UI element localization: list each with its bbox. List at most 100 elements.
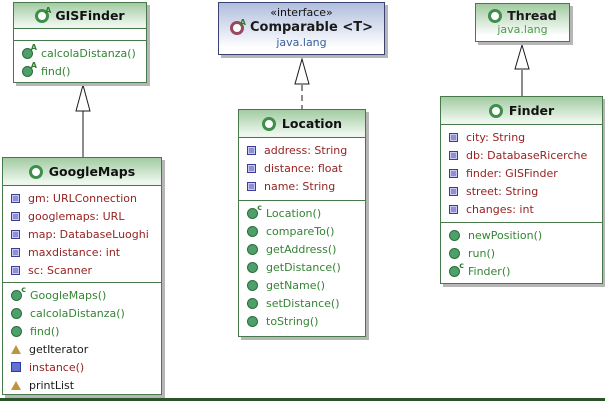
interface-icon bbox=[229, 18, 246, 35]
field-row[interactable]: map: DatabaseLuoghi bbox=[3, 225, 161, 243]
tan-triangle-member-icon bbox=[11, 380, 21, 390]
public-method-icon bbox=[11, 307, 22, 319]
class-title: Finder bbox=[508, 103, 555, 118]
field-row[interactable]: gm: URLConnection bbox=[3, 189, 161, 207]
abstract-method-icon bbox=[22, 61, 37, 77]
method-row[interactable]: toString() bbox=[239, 312, 365, 330]
fields-compartment: address: String distance: float name: St… bbox=[239, 138, 365, 201]
methods-compartment: Location() compareTo() getAddress() getD… bbox=[239, 201, 365, 330]
method-row[interactable]: Location() bbox=[239, 203, 365, 222]
abstract-class-icon bbox=[35, 6, 51, 23]
generalization-arrow-googlemaps-gisfinder[interactable] bbox=[75, 83, 91, 158]
constructor-icon bbox=[11, 285, 26, 301]
method-row[interactable]: calcolaDistanza() bbox=[14, 43, 146, 62]
abstract-method-icon bbox=[22, 43, 37, 59]
class-icon bbox=[261, 116, 276, 131]
methods-compartment: newPosition() run() Finder() bbox=[441, 223, 602, 280]
field-icon bbox=[11, 193, 20, 203]
field-row[interactable]: maxdistance: int bbox=[3, 243, 161, 261]
class-title: GoogleMaps bbox=[48, 164, 136, 179]
realization-arrow-location-comparable[interactable] bbox=[294, 57, 310, 110]
generalization-arrow-finder-thread[interactable] bbox=[514, 43, 530, 97]
class-title: GISFinder bbox=[55, 8, 125, 23]
class-header-finder[interactable]: Finder bbox=[441, 97, 602, 125]
field-icon bbox=[247, 145, 256, 155]
class-icon bbox=[488, 103, 503, 118]
field-icon bbox=[11, 265, 20, 275]
method-row[interactable]: getAddress() bbox=[239, 240, 365, 258]
class-box-finder[interactable]: Finder city: String db: DatabaseRicerche… bbox=[440, 96, 603, 284]
field-icon bbox=[247, 163, 256, 173]
field-row[interactable]: distance: float bbox=[239, 159, 365, 177]
method-row[interactable]: Finder() bbox=[441, 261, 602, 280]
field-row[interactable]: googlemaps: URL bbox=[3, 207, 161, 225]
methods-compartment: GoogleMaps() calcolaDistanza() find() ge… bbox=[3, 283, 161, 394]
field-icon bbox=[247, 181, 256, 191]
public-method-icon bbox=[247, 243, 258, 255]
method-row[interactable]: newPosition() bbox=[441, 226, 602, 244]
public-method-icon bbox=[11, 325, 22, 337]
tan-triangle-member-icon bbox=[11, 344, 21, 354]
field-icon bbox=[449, 132, 458, 142]
field-row[interactable]: city: String bbox=[441, 128, 602, 146]
method-row[interactable]: compareTo() bbox=[239, 222, 365, 240]
field-icon bbox=[11, 229, 20, 239]
class-header-gisfinder[interactable]: GISFinder bbox=[14, 3, 146, 29]
class-icon bbox=[28, 164, 43, 179]
method-row[interactable]: GoogleMaps() bbox=[3, 285, 161, 304]
method-row[interactable]: getName() bbox=[239, 276, 365, 294]
interface-header-comparable[interactable]: Comparable <T> bbox=[219, 18, 384, 36]
field-icon bbox=[449, 186, 458, 196]
field-row[interactable]: db: DatabaseRicerche bbox=[441, 146, 602, 164]
class-icon bbox=[488, 8, 503, 23]
public-method-icon bbox=[247, 315, 258, 327]
class-header-location[interactable]: Location bbox=[239, 110, 365, 138]
field-icon bbox=[11, 247, 20, 257]
public-method-icon bbox=[247, 261, 258, 273]
class-box-thread[interactable]: Thread java.lang bbox=[475, 3, 570, 42]
method-row[interactable]: run() bbox=[441, 244, 602, 262]
stereotype-label: «interface» bbox=[270, 6, 333, 19]
fields-compartment: gm: URLConnection googlemaps: URL map: D… bbox=[3, 186, 161, 283]
field-row[interactable]: finder: GISFinder bbox=[441, 164, 602, 182]
package-label: java.lang bbox=[497, 23, 548, 36]
field-row[interactable]: address: String bbox=[239, 141, 365, 159]
public-method-icon bbox=[247, 297, 258, 309]
class-box-googlemaps[interactable]: GoogleMaps gm: URLConnection googlemaps:… bbox=[2, 157, 162, 395]
field-icon bbox=[449, 168, 458, 178]
class-header-googlemaps[interactable]: GoogleMaps bbox=[3, 158, 161, 186]
public-method-icon bbox=[449, 229, 460, 241]
member-row[interactable]: getIterator bbox=[3, 340, 161, 358]
method-row[interactable]: getDistance() bbox=[239, 258, 365, 276]
diagram-bottom-edge bbox=[0, 398, 605, 401]
method-row[interactable]: find() bbox=[3, 322, 161, 340]
field-row[interactable]: name: String bbox=[239, 177, 365, 195]
package-label: java.lang bbox=[276, 36, 327, 49]
field-icon bbox=[449, 204, 458, 214]
public-method-icon bbox=[449, 247, 460, 259]
fields-compartment: city: String db: DatabaseRicerche finder… bbox=[441, 125, 602, 223]
interface-box-comparable[interactable]: «interface» Comparable <T> java.lang bbox=[218, 2, 385, 55]
class-header-thread[interactable]: Thread bbox=[476, 4, 569, 23]
field-row[interactable]: street: String bbox=[441, 182, 602, 200]
member-row[interactable]: printList bbox=[3, 376, 161, 394]
constructor-icon bbox=[449, 261, 464, 277]
class-title: Thread bbox=[507, 8, 557, 23]
public-method-icon bbox=[247, 279, 258, 291]
class-title: Location bbox=[281, 116, 343, 131]
methods-compartment: calcolaDistanza() find() bbox=[14, 41, 146, 80]
member-row[interactable]: instance() bbox=[3, 358, 161, 376]
class-box-location[interactable]: Location address: String distance: float… bbox=[238, 109, 366, 337]
constructor-icon bbox=[247, 203, 262, 219]
field-row[interactable]: changes: int bbox=[441, 200, 602, 218]
method-row[interactable]: calcolaDistanza() bbox=[3, 304, 161, 322]
method-row[interactable]: setDistance() bbox=[239, 294, 365, 312]
class-box-gisfinder[interactable]: GISFinder calcolaDistanza() find() bbox=[13, 2, 147, 83]
blue-square-member-icon bbox=[11, 362, 21, 372]
field-row[interactable]: sc: Scanner bbox=[3, 261, 161, 279]
public-method-icon bbox=[247, 225, 258, 237]
fields-compartment-empty bbox=[14, 29, 146, 41]
field-icon bbox=[11, 211, 20, 221]
method-row[interactable]: find() bbox=[14, 61, 146, 80]
